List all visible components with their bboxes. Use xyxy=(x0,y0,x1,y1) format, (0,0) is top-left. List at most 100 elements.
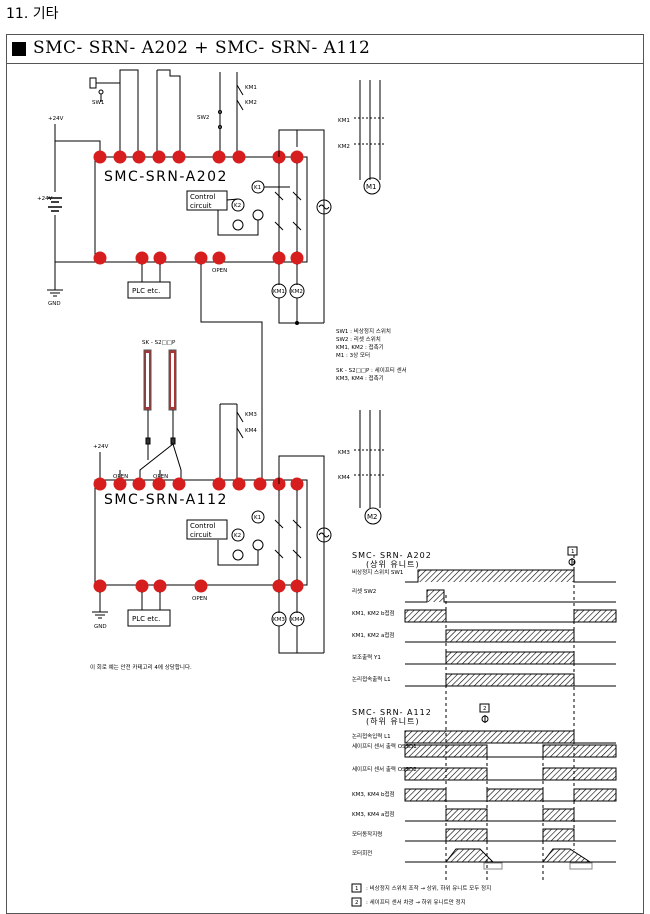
svg-text:(상위 유니트): (상위 유니트) xyxy=(366,559,420,569)
lower-unit: +24V OPEN OPEN KM3 KM4 SMC-SRN-A112 xyxy=(92,403,386,654)
category-note: 이 회로 예는 안전 카테고리 4에 상당합니다. xyxy=(90,663,192,671)
svg-text:: 세이프티 센서 차광 → 하위 유니트만 정지: : 세이프티 센서 차광 → 하위 유니트만 정지 xyxy=(366,898,466,906)
svg-text:KM3: KM3 xyxy=(273,617,285,623)
timing-chart-a112: SMC- SRN- A112 (하위 유니트) 2 논리접속입력 L1 세이프티… xyxy=(352,703,617,880)
svg-text:OPEN: OPEN xyxy=(192,596,207,602)
motor-m1 xyxy=(363,177,381,195)
svg-text:circuit: circuit xyxy=(190,531,212,539)
svg-text:K2: K2 xyxy=(234,533,241,539)
svg-text:모터회전: 모터회전 xyxy=(352,849,372,857)
svg-text:KM4: KM4 xyxy=(338,475,350,481)
svg-text:세이프티 센서 출력 OSSD2: 세이프티 센서 출력 OSSD2 xyxy=(352,765,417,773)
svg-text:M1 : 3상 모터: M1 : 3상 모터 xyxy=(336,351,370,359)
svg-text:(하위 유니트): (하위 유니트) xyxy=(366,716,420,726)
square-bullet-icon xyxy=(12,42,26,56)
svg-text:논리접속입력 L1: 논리접속입력 L1 xyxy=(352,732,391,740)
ac-source-lower xyxy=(316,527,332,543)
km1-contact-label: KM1 xyxy=(245,85,257,91)
svg-text:KM1, KM2 a접점: KM1, KM2 a접점 xyxy=(352,631,394,639)
terminal-y1 xyxy=(135,251,149,265)
terminal-a2 xyxy=(93,251,107,265)
sw1-label: SW1 xyxy=(92,100,104,106)
svg-text:SMC- SRN- A202: SMC- SRN- A202 xyxy=(352,551,432,560)
gnd-label: GND xyxy=(48,301,61,307)
legend: SW1 : 비상정지 스위치 SW2 : 리셋 스위치 KM1, KM2 : 접… xyxy=(336,327,407,382)
svg-text:모터동작지령: 모터동작지령 xyxy=(352,830,382,838)
svg-text:: 비상정지 스위치 조작 → 상위, 하위 유니트 모두: : 비상정지 스위치 조작 → 상위, 하위 유니트 모두 정지 xyxy=(366,884,491,892)
svg-text:K2: K2 xyxy=(234,203,241,209)
terminal-s11 xyxy=(132,150,146,164)
svg-text:M2: M2 xyxy=(367,513,378,521)
svg-text:KM3: KM3 xyxy=(245,412,257,418)
svg-text:K1: K1 xyxy=(254,185,261,191)
sensor-label: SK - S2□□P xyxy=(142,340,176,346)
v24-label: +24V xyxy=(48,116,64,122)
v24b-label: +24V xyxy=(37,196,53,202)
footnotes: 1 : 비상정지 스위치 조작 → 상위, 하위 유니트 모두 정지 2 : 세… xyxy=(351,883,491,907)
km1-label: KM1 xyxy=(338,118,350,124)
plc-box-upper xyxy=(127,281,171,299)
a112-model-label: SMC-SRN-A112 xyxy=(104,492,228,508)
svg-text:KM1: KM1 xyxy=(273,289,285,295)
svg-text:KM4: KM4 xyxy=(291,617,303,623)
safety-sensor: SK - S2□□P xyxy=(139,340,182,480)
terminal-s36 xyxy=(232,150,246,164)
terminal-14 xyxy=(272,251,286,265)
svg-text:논리접속출력 L1: 논리접속출력 L1 xyxy=(352,675,391,683)
a202-model-label: SMC-SRN-A202 xyxy=(104,169,228,185)
terminal-s33 xyxy=(152,150,166,164)
svg-text:OPEN: OPEN xyxy=(113,474,128,480)
m1-label: M1 xyxy=(366,183,377,191)
svg-text:리셋 SW2: 리셋 SW2 xyxy=(352,587,376,595)
section-heading: 11. 기타 xyxy=(6,6,59,22)
svg-text:2: 2 xyxy=(355,900,359,906)
terminal-a1 xyxy=(93,150,107,164)
svg-text:K1: K1 xyxy=(254,515,261,521)
svg-text:KM3, KM4 b접점: KM3, KM4 b접점 xyxy=(352,790,395,798)
svg-text:PLC etc.: PLC etc. xyxy=(132,615,160,623)
svg-text:KM1, KM2 b접점: KM1, KM2 b접점 xyxy=(352,609,395,617)
svg-text:2: 2 xyxy=(483,706,487,712)
terminal-l1 xyxy=(194,251,208,265)
km2-contact-label: KM2 xyxy=(245,100,257,106)
motor-m2 xyxy=(364,507,382,525)
svg-text:Control: Control xyxy=(190,193,215,201)
sw1-switch: SW1 xyxy=(89,77,110,106)
sw2-label: SW2 xyxy=(197,115,209,121)
timing-chart-a202: SMC- SRN- A202 (상위 유니트) 1 비상정지 스위치 SW1 리… xyxy=(352,546,617,880)
svg-text:SMC- SRN- A112: SMC- SRN- A112 xyxy=(352,708,432,717)
svg-text:Control: Control xyxy=(190,522,215,530)
svg-text:KM3: KM3 xyxy=(338,450,350,456)
svg-text:OPEN: OPEN xyxy=(153,474,168,480)
title-bar: SMC- SRN- A202 + SMC- SRN- A112 xyxy=(7,35,643,64)
plc-box-lower xyxy=(127,609,171,627)
svg-text:비상정지 스위치 SW1: 비상정지 스위치 SW1 xyxy=(352,568,403,576)
svg-text:SK - S2□□P : 세이프티 센서: SK - S2□□P : 세이프티 센서 xyxy=(336,366,407,374)
figure-title: SMC- SRN- A202 + SMC- SRN- A112 xyxy=(33,38,371,58)
svg-text:+24V: +24V xyxy=(93,444,109,450)
ac-source-upper xyxy=(316,199,332,215)
svg-text:보조출력 Y1: 보조출력 Y1 xyxy=(352,653,381,661)
control-circuit-lower xyxy=(186,519,228,540)
svg-text:KM3, KM4 : 접촉기: KM3, KM4 : 접촉기 xyxy=(336,374,384,382)
svg-text:KM4: KM4 xyxy=(245,428,257,434)
svg-text:KM1, KM2 : 접촉기: KM1, KM2 : 접촉기 xyxy=(336,343,384,351)
svg-text:circuit: circuit xyxy=(190,202,212,210)
svg-text:SW2 : 리셋 스위치: SW2 : 리셋 스위치 xyxy=(336,335,381,343)
km2-label: KM2 xyxy=(338,144,350,150)
svg-text:1: 1 xyxy=(355,886,359,892)
svg-text:SW1 : 비상정지 스위치: SW1 : 비상정지 스위치 xyxy=(336,327,391,335)
terminal-s34 xyxy=(172,150,186,164)
svg-text:세이프티 센서 출력 OSSD1: 세이프티 센서 출력 OSSD1 xyxy=(352,742,417,750)
upper-unit: SW1 SW2 KM1 KM2 +24V +24V GND xyxy=(37,69,386,480)
svg-text:1: 1 xyxy=(571,549,575,555)
terminal-s35 xyxy=(212,150,226,164)
terminal-l2 xyxy=(212,251,226,265)
a112-bottom-terminals xyxy=(93,579,304,593)
svg-text:KM2: KM2 xyxy=(291,289,303,295)
svg-text:KM3, KM4 a접점: KM3, KM4 a접점 xyxy=(352,810,394,818)
terminal-24 xyxy=(290,251,304,265)
svg-text:GND: GND xyxy=(94,624,107,630)
control-circuit-upper xyxy=(186,190,228,211)
